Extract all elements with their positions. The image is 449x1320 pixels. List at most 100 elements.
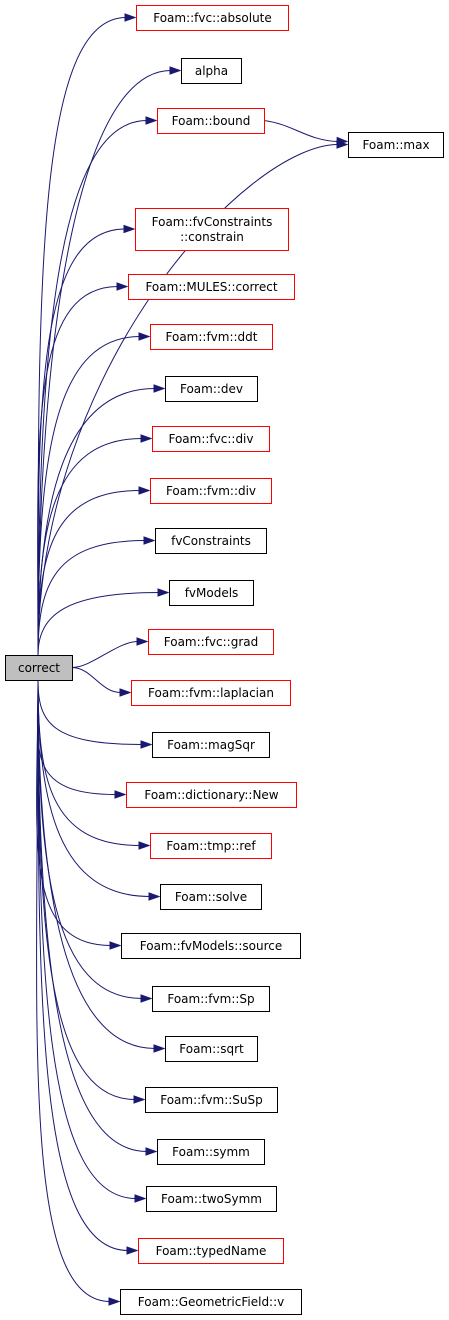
node-fvm_ddt[interactable]: Foam::fvm::ddt [150,324,273,350]
edge-correct-to-dev [37,388,156,656]
node-box-dictionary_New [126,782,297,808]
edges-layer [36,13,349,1306]
node-fvc_absolute[interactable]: Foam::fvc::absolute [136,5,289,31]
edge-correct-to-typedName-arrowhead [126,1246,139,1255]
edge-correct-to-fvc_grad-arrowhead [136,637,149,646]
node-label-fvConstraints_constrain-line1: Foam::fvConstraints [152,215,273,229]
node-dictionary_New[interactable]: Foam::dictionary::New [126,782,297,808]
node-alpha[interactable]: alpha [181,58,242,84]
edge-correct-to-fvConstraints_constrain-arrowhead [123,224,136,234]
node-fvm_div[interactable]: Foam::fvm::div [150,478,272,504]
edge-correct-to-geometricField_v-arrowhead [108,1297,121,1306]
node-label-alpha: alpha [195,64,228,78]
edge-correct-to-sqrt [37,679,156,1049]
node-label-fvConstraints: fvConstraints [171,534,251,548]
edge-correct-to-twoSymm-arrowhead [134,1194,147,1203]
node-fvc_div[interactable]: Foam::fvc::div [152,426,270,452]
node-typedName[interactable]: Foam::typedName [138,1238,284,1264]
node-dev[interactable]: Foam::dev [165,376,258,402]
edge-correct-to-fvm_ddt-arrowhead [138,332,151,341]
node-label-fvModels: fvModels [185,586,239,600]
edge-correct-to-fvConstraints [37,540,146,656]
node-box-fvc_absolute [136,5,289,31]
node-box-sqrt [165,1036,258,1062]
node-box-fvm_laplacian [131,680,291,706]
node-box-bound [157,108,265,134]
node-solve[interactable]: Foam::solve [160,884,262,910]
node-bound[interactable]: Foam::bound [157,108,265,134]
node-label-geometricField_v: Foam::GeometricField::v [138,1295,285,1309]
edge-correct-to-fvConstraints-arrowhead [143,536,156,545]
node-fvConstraints_constrain[interactable]: Foam::fvConstraints::constrain [135,208,289,251]
node-label-symm: Foam::symm [172,1145,250,1159]
edge-correct-to-symm-arrowhead [145,1147,158,1156]
node-box-fvConstraints [155,528,267,554]
edge-correct-to-fvModels_source-arrowhead [109,941,122,950]
node-label-magSqr: Foam::magSqr [167,738,255,752]
node-fvm_Sp[interactable]: Foam::fvm::Sp [152,986,270,1012]
node-mules_correct[interactable]: Foam::MULES::correct [128,274,295,300]
edge-correct-to-tmp_ref-arrowhead [138,841,151,850]
edge-correct-to-bound-arrowhead [145,116,158,125]
node-box-tmp_ref [150,833,272,859]
node-label-fvm_SuSp: Foam::fvm::SuSp [160,1093,263,1107]
edge-correct-to-fvm_SuSp [37,679,136,1100]
edge-correct-to-fvm_ddt [37,336,141,656]
edge-correct-to-solve [37,679,151,897]
edge-bound-to-max [263,120,339,142]
edge-correct-to-mules_correct-arrowhead [116,282,129,291]
edge-correct-to-tmp_ref [37,679,141,846]
edge-bound-to-max-arrowhead [336,136,349,146]
node-box-solve [160,884,262,910]
node-box-correct [5,655,73,681]
node-tmp_ref[interactable]: Foam::tmp::ref [150,833,272,859]
node-label-fvModels_source: Foam::fvModels::source [140,939,283,953]
edge-correct-to-magSqr [37,679,143,745]
node-correct[interactable]: correct [5,655,73,681]
node-label-bound: Foam::bound [172,114,251,128]
edge-correct-to-fvm_SuSp-arrowhead [133,1095,146,1104]
node-label-max: Foam::max [362,138,429,152]
edge-correct-to-symm [37,679,148,1152]
edge-correct-to-dev-arrowhead [153,384,166,393]
edge-correct-to-geometricField_v [36,679,111,1302]
node-box-mules_correct [128,274,295,300]
edge-correct-to-alpha [37,70,172,656]
node-box-fvm_ddt [150,324,273,350]
node-box-twoSymm [146,1186,277,1212]
node-label-dev: Foam::dev [180,382,243,396]
node-label-correct: correct [18,661,60,675]
node-fvConstraints[interactable]: fvConstraints [155,528,267,554]
node-box-typedName [138,1238,284,1264]
node-box-fvm_Sp [152,986,270,1012]
edge-correct-to-fvc_div-arrowhead [140,434,153,443]
edge-correct-to-solve-arrowhead [148,892,161,901]
node-box-fvConstraints_constrain [135,208,289,251]
node-symm[interactable]: Foam::symm [157,1139,265,1165]
node-box-symm [157,1139,265,1165]
node-max[interactable]: Foam::max [348,132,444,158]
node-magSqr[interactable]: Foam::magSqr [152,732,270,758]
node-box-max [348,132,444,158]
node-geometricField_v[interactable]: Foam::GeometricField::v [120,1289,302,1315]
node-label-twoSymm: Foam::twoSymm [161,1192,262,1206]
node-sqrt[interactable]: Foam::sqrt [165,1036,258,1062]
node-fvModels_source[interactable]: Foam::fvModels::source [121,933,301,959]
node-fvModels[interactable]: fvModels [169,580,254,606]
node-twoSymm[interactable]: Foam::twoSymm [146,1186,277,1212]
node-label-fvm_div: Foam::fvm::div [166,484,256,498]
node-label-dictionary_New: Foam::dictionary::New [144,788,278,802]
edge-correct-to-alpha-arrowhead [169,66,182,75]
node-fvm_laplacian[interactable]: Foam::fvm::laplacian [131,680,291,706]
node-label-fvConstraints_constrain-line2: ::constrain [180,230,244,244]
edge-correct-to-fvm_div-arrowhead [138,486,151,495]
node-box-geometricField_v [120,1289,302,1315]
node-box-fvModels [169,580,254,606]
edge-correct-to-bound [37,120,148,656]
edge-correct-to-sqrt-arrowhead [153,1044,166,1053]
node-box-fvm_div [150,478,272,504]
node-fvm_SuSp[interactable]: Foam::fvm::SuSp [145,1087,278,1113]
node-label-typedName: Foam::typedName [156,1244,267,1258]
node-fvc_grad[interactable]: Foam::fvc::grad [148,629,274,655]
